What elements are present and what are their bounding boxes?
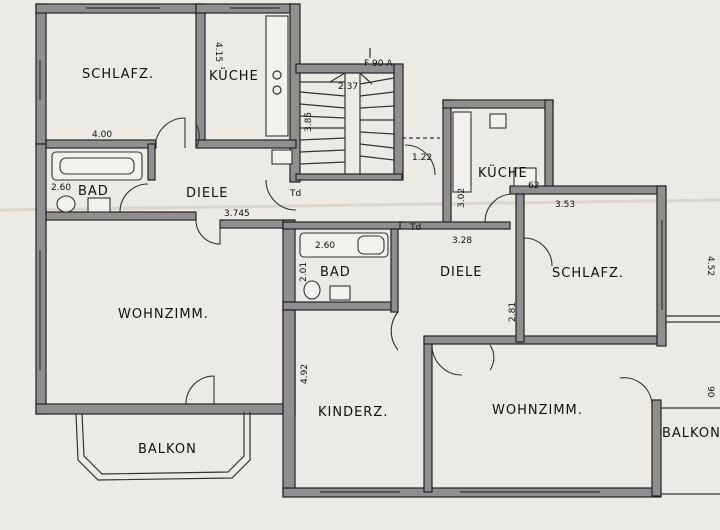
wall-bad-bottom xyxy=(45,211,197,221)
room-diele-left: DIELE xyxy=(186,186,229,201)
stove-burner-2 xyxy=(272,85,282,95)
wall-schlafz-kueche xyxy=(195,3,206,145)
wall-bottom-left xyxy=(35,403,295,415)
bathtub-middle-inner xyxy=(357,235,385,255)
dim-3-53: 3.53 xyxy=(555,200,575,210)
room-kueche-left: KÜCHE xyxy=(209,67,259,84)
room-kinderz: KINDERZ. xyxy=(318,405,388,420)
wall-stair-right xyxy=(393,63,404,181)
dim-2-60-middle: 2.60 xyxy=(315,241,335,251)
wall-diele-right-top xyxy=(399,221,511,230)
toilet-left xyxy=(56,195,76,213)
wall-bad-right xyxy=(147,143,156,181)
wall-wohn-right-right xyxy=(651,399,662,497)
room-balkon-left: BALKON xyxy=(138,442,197,457)
stove-burner-1 xyxy=(272,70,282,80)
dim-2-81: 2.81 xyxy=(508,302,518,322)
dim-2-37: 2.37 xyxy=(338,82,358,92)
wall-kinderz-wohn xyxy=(423,337,433,493)
dim-3-85: 3.85 xyxy=(304,112,314,132)
wall-wohn-right-top xyxy=(423,335,661,345)
room-wohnzimm-right: WOHNZIMM. xyxy=(492,403,583,418)
balkon-left-inner xyxy=(81,412,245,475)
staircase xyxy=(299,72,395,174)
toilet-middle xyxy=(303,280,321,300)
room-schlafz-left: SCHLAFZ. xyxy=(82,67,154,82)
sink-left xyxy=(87,197,111,213)
kitchen-sink-right xyxy=(513,167,537,187)
room-diele-right: DIELE xyxy=(440,265,483,280)
dim-3-28: 3.28 xyxy=(452,236,472,246)
room-bad-left: BAD xyxy=(78,184,109,199)
wall-schlafz-right-left xyxy=(515,193,525,343)
dim-4-52: 4.52 xyxy=(705,256,715,276)
dim-td-right: Td xyxy=(409,223,421,233)
dim-3-02: 3.02 xyxy=(457,188,467,208)
dim-4-92: 4.92 xyxy=(300,364,310,384)
door-swings xyxy=(119,117,653,406)
room-balkon-right: BALKON xyxy=(662,426,720,441)
room-wohnzimm-left: WOHNZIMM. xyxy=(118,307,209,322)
dim-3-745: 3.745 xyxy=(224,209,250,219)
balkon-left-outline xyxy=(75,412,251,481)
wall-kueche-right-left xyxy=(442,99,452,229)
kitchen-appliance-right xyxy=(489,113,507,129)
dim-td-left: Td xyxy=(289,189,301,199)
dim-90: 90 xyxy=(705,386,715,398)
wall-kinderz-left xyxy=(282,309,296,497)
dim-4-00: 4.00 xyxy=(92,130,112,140)
windows xyxy=(39,7,663,493)
kitchen-counter-left xyxy=(265,15,289,137)
dim-f90a: F 90 A xyxy=(364,59,393,69)
wall-schlafz-bottom xyxy=(45,139,157,149)
bathtub-left-inner xyxy=(59,157,135,175)
wall-kueche-right-top xyxy=(442,99,554,109)
wall-bad-mid-bottom xyxy=(282,301,392,311)
dim-62: 62 xyxy=(528,181,539,191)
wall-kueche-right xyxy=(289,3,301,183)
wall-left-lower xyxy=(35,143,47,415)
kitchen-counter-right xyxy=(452,111,472,193)
dim-4-15: 4.15 xyxy=(213,42,223,62)
wall-kueche-bottom xyxy=(195,139,297,149)
wall-bad-mid-right xyxy=(390,228,399,313)
kitchen-sink-left xyxy=(271,149,293,165)
dim-2-01: 2.01 xyxy=(299,262,309,282)
sink-middle xyxy=(329,285,351,301)
room-kueche-right: KÜCHE xyxy=(478,164,528,181)
wall-stair-bottom xyxy=(295,173,403,181)
dim-2-60-left: 2.60 xyxy=(51,183,71,193)
wall-bad-mid-top xyxy=(282,221,404,230)
wall-kueche-right-right xyxy=(544,99,554,193)
dim-1-22: 1.22 xyxy=(412,153,432,163)
room-schlafz-right: SCHLAFZ. xyxy=(552,266,624,281)
wall-left-upper xyxy=(35,3,47,145)
room-bad-middle: BAD xyxy=(320,265,351,280)
